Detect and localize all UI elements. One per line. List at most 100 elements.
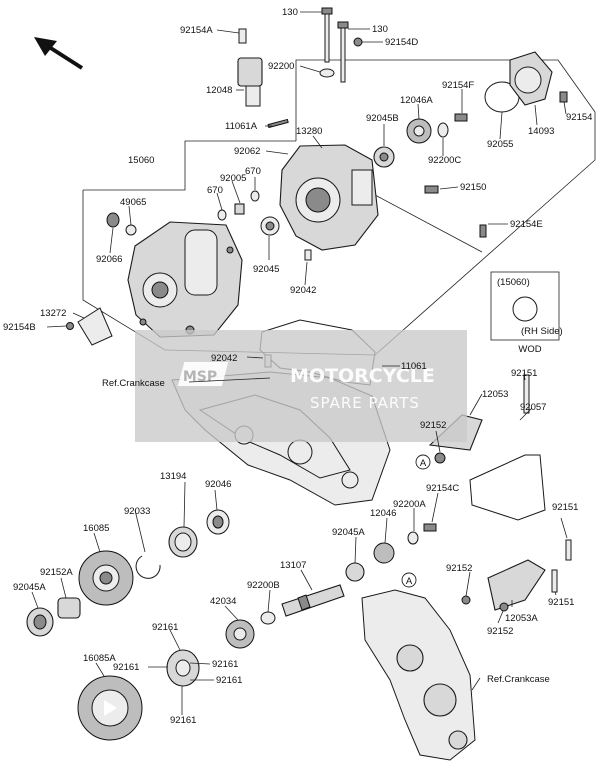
part-labels: 130 130 92154A 92154D 92200 12048 11061A… xyxy=(3,7,592,726)
inset-code: (15060) xyxy=(497,277,530,288)
label-92200a: 92200A xyxy=(393,499,426,510)
gear-42034 xyxy=(225,619,255,649)
guide-12053a xyxy=(487,559,546,611)
label-92154a: 92154A xyxy=(180,25,213,36)
gear-12046a-hub xyxy=(413,125,425,137)
watermark: MSP MOTORCYCLE SPARE PARTS xyxy=(135,330,467,442)
label-92154d: 92154D xyxy=(385,37,418,48)
marker-a-2-label: A xyxy=(406,576,413,587)
label-92161-c: 92161 xyxy=(212,659,238,670)
marker-a-1 xyxy=(415,454,431,470)
label-130-b: 130 xyxy=(372,24,388,35)
bolt-130 xyxy=(321,7,333,63)
bolt-92154b xyxy=(66,322,74,330)
collar-92152a xyxy=(57,597,81,619)
damper-92161 xyxy=(166,649,200,687)
label-92055: 92055 xyxy=(487,139,513,150)
label-42034: 42034 xyxy=(210,596,236,607)
washer-92200c xyxy=(437,122,449,138)
bolt-92154d xyxy=(353,37,363,47)
label-92154b: 92154B xyxy=(3,322,36,333)
oring-670-b xyxy=(250,190,260,202)
bolt-92150 xyxy=(424,185,439,194)
label-92161-a: 92161 xyxy=(152,622,178,633)
label-92033: 92033 xyxy=(124,506,150,517)
label-92161-e: 92161 xyxy=(170,715,196,726)
label-670-b: 670 xyxy=(207,185,223,196)
label-12048: 12048 xyxy=(206,85,232,96)
bolt-92154 xyxy=(559,91,568,103)
watermark-logo: MSP xyxy=(183,369,217,385)
label-12053: 12053 xyxy=(482,389,508,400)
label-92062: 92062 xyxy=(234,146,260,157)
housing-13280 xyxy=(279,144,379,251)
label-11061: 11061 xyxy=(401,361,427,372)
collar-92152-c xyxy=(499,602,509,612)
gear-16085a xyxy=(77,675,143,741)
label-92151-a: 92151 xyxy=(511,368,537,379)
clutch-13194 xyxy=(168,526,198,558)
plate-13272 xyxy=(77,307,113,346)
label-92066: 92066 xyxy=(96,254,122,265)
bolt-92151-c xyxy=(551,569,558,593)
label-12046a: 12046A xyxy=(400,95,433,106)
cover-crankcase-lower xyxy=(361,589,476,761)
bolt-92154f xyxy=(454,113,468,122)
label-92045a-left: 92045A xyxy=(13,582,46,593)
label-92152a: 92152A xyxy=(40,567,73,578)
label-92151-c: 92151 xyxy=(548,597,574,608)
label-13280: 13280 xyxy=(296,126,322,137)
label-15060: 15060 xyxy=(128,155,154,166)
bearing-92045-bore xyxy=(265,221,275,231)
plug-92005 xyxy=(234,203,245,215)
label-13272: 13272 xyxy=(40,308,66,319)
label-92057: 92057 xyxy=(520,402,546,413)
bolt-92154c xyxy=(423,523,437,532)
label-ref-crankcase-lower: Ref.Crankcase xyxy=(487,674,550,685)
label-16085a: 16085A xyxy=(83,653,116,664)
bearing-92046 xyxy=(206,509,230,535)
washer-92200b xyxy=(260,611,276,625)
label-92200c: 92200C xyxy=(428,155,461,166)
label-92154c: 92154C xyxy=(426,483,459,494)
label-92046: 92046 xyxy=(205,479,231,490)
cover-15060 xyxy=(127,221,243,338)
bearing-92045a-left-bore xyxy=(33,614,47,630)
bolt-92151-b xyxy=(565,539,572,561)
pin-92042 xyxy=(304,249,312,261)
label-92200b: 92200B xyxy=(247,580,280,591)
gear-12046 xyxy=(373,542,395,564)
label-92200: 92200 xyxy=(268,61,294,72)
bearing-92045b-bore xyxy=(379,152,389,162)
label-92150: 92150 xyxy=(460,182,486,193)
marker-a-1-label: A xyxy=(420,458,427,469)
label-92161-b: 92161 xyxy=(113,662,139,673)
label-92161-d: 92161 xyxy=(216,675,242,686)
label-92152-a: 92152 xyxy=(420,420,446,431)
inset-tag: WOD xyxy=(518,344,541,355)
shaft-13107 xyxy=(281,584,345,617)
bolt-92154e xyxy=(479,224,487,238)
collar-92152-b xyxy=(461,595,471,605)
label-11061a: 11061A xyxy=(225,121,258,132)
label-13194: 13194 xyxy=(160,471,186,482)
bearing-92045a-mid xyxy=(345,562,365,582)
front-direction-arrow-icon xyxy=(34,37,84,70)
cap-49065 xyxy=(125,224,137,236)
label-92154f: 92154F xyxy=(442,80,474,91)
washer-92200 xyxy=(319,68,335,78)
label-92154e: 92154E xyxy=(510,219,543,230)
bolt-130-b xyxy=(337,21,349,83)
leader-lines xyxy=(31,11,568,715)
label-13107: 13107 xyxy=(280,560,306,571)
label-92045: 92045 xyxy=(253,264,279,275)
sensor-12048 xyxy=(237,28,263,107)
label-92151-b: 92151 xyxy=(552,502,578,513)
label-130-a: 130 xyxy=(282,7,298,18)
label-92154: 92154 xyxy=(566,112,592,123)
chain-92057 xyxy=(469,454,546,521)
label-92005: 92005 xyxy=(220,173,246,184)
cover-14093 xyxy=(509,51,553,106)
label-92045a-mid: 92045A xyxy=(332,527,365,538)
